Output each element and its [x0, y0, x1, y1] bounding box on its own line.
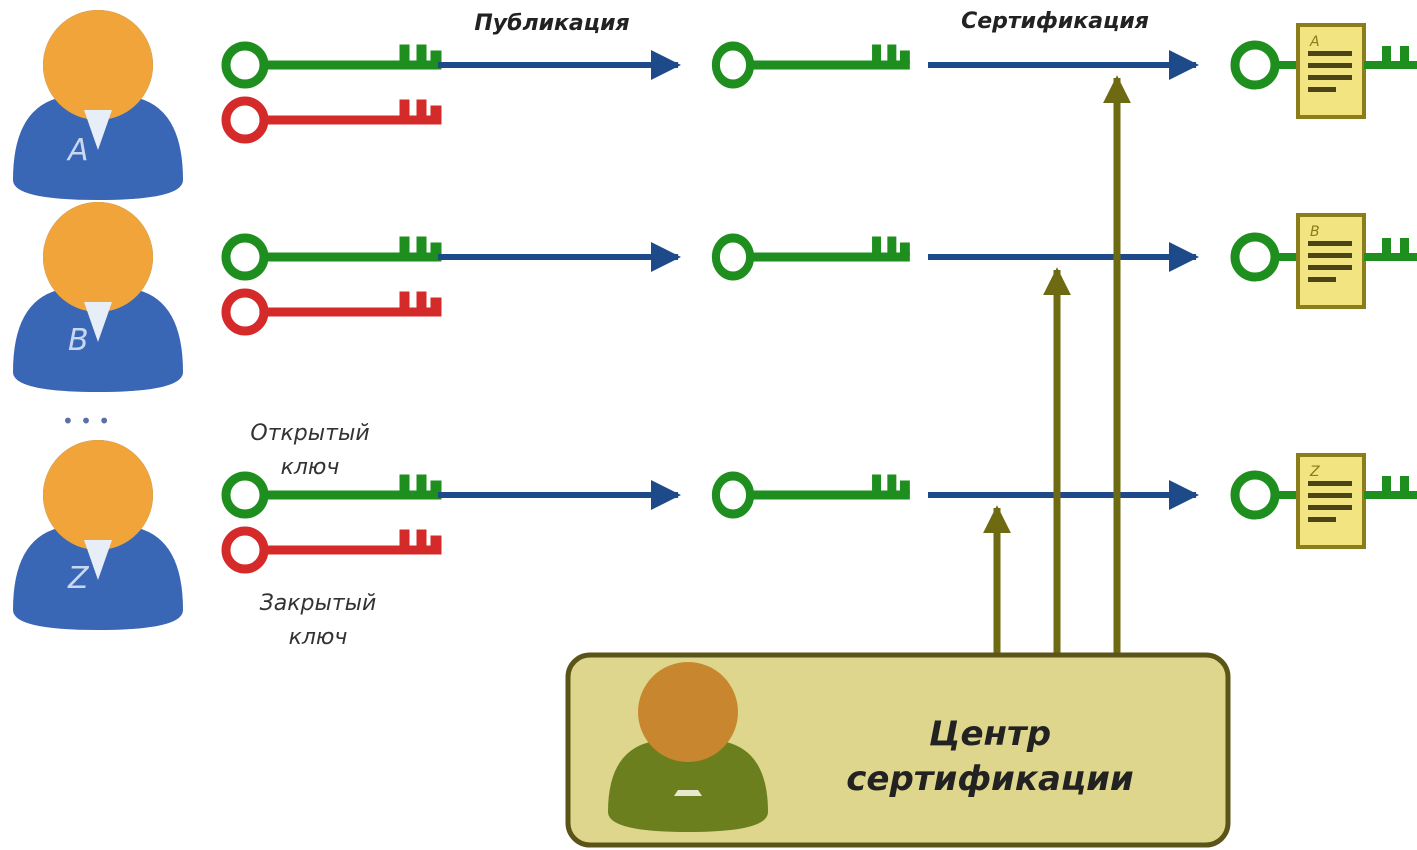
certificate-icon [1296, 213, 1366, 309]
user-letter-a: A [66, 133, 89, 168]
private-key-label: ключ [289, 625, 348, 650]
public-key-icon [226, 237, 441, 276]
certificate-icon [1296, 23, 1366, 119]
certificate-icon [1296, 453, 1366, 549]
certificate-letter-z: Z [1309, 464, 1320, 480]
user-letter-b: B [68, 323, 89, 358]
certified-key-b [1230, 213, 1417, 309]
published-key-icon [716, 45, 910, 84]
published-key-icon [716, 237, 910, 276]
published-key-icon [716, 475, 910, 514]
collar-icon [84, 540, 112, 580]
collar-icon [84, 302, 112, 342]
ca-person-icon [608, 662, 768, 832]
person-head-icon [43, 440, 153, 550]
ca-title: сертификации [846, 759, 1134, 799]
public-key-icon [226, 45, 441, 84]
ellipsis: • • • [62, 409, 110, 433]
private-key-icon [226, 100, 441, 139]
certificate-letter-a: A [1309, 34, 1320, 50]
key-ring-icon [1230, 470, 1280, 520]
public-key-label: ключ [281, 455, 340, 480]
public-key-icon [226, 475, 441, 514]
certificate-letter-b: B [1310, 224, 1320, 240]
certification-label: Сертификация [961, 9, 1149, 34]
certified-key-a [1230, 23, 1417, 119]
private-key-label: Закрытый [260, 591, 377, 616]
collar-icon [84, 110, 112, 150]
key-ring-icon [1230, 40, 1280, 90]
person-head-icon [43, 10, 153, 120]
user-letter-z: Z [67, 561, 90, 596]
certified-key-z [1230, 453, 1417, 549]
private-key-icon [226, 292, 441, 331]
ca-title: Центр [929, 714, 1051, 754]
key-ring-icon [1230, 232, 1280, 282]
private-key-icon [226, 530, 441, 569]
person-head-icon [43, 202, 153, 312]
publication-label: Публикация [474, 11, 629, 36]
public-key-label: Открытый [250, 421, 369, 446]
